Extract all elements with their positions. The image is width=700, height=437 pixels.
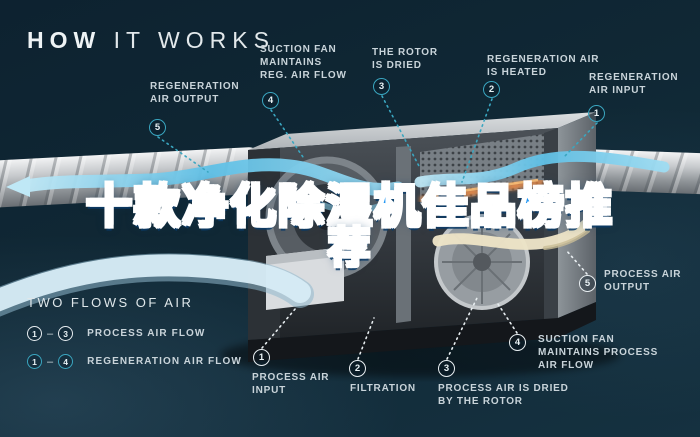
callout-label-process-output: PROCESS AIR OUTPUT <box>604 269 682 293</box>
legend-row-regeneration: 1 – 4 REGENERATION AIR FLOW <box>27 353 242 370</box>
legend-dash: – <box>47 355 54 368</box>
callout-label-process-dried: PROCESS AIR IS DRIED BY THE ROTOR <box>438 383 569 407</box>
leader-lines-regeneration <box>157 95 598 183</box>
callout-label-rotor-dried: THE ROTOR IS DRIED <box>372 47 438 71</box>
cabinet-base <box>248 302 596 362</box>
callout-label-reg-air-heated: REGENERATION AIR IS HEATED <box>487 54 600 78</box>
legend-regeneration-label: REGENERATION AIR FLOW <box>87 356 242 367</box>
callout-badge-regeneration-4: 4 <box>262 92 279 109</box>
overlay-text-line2: 荐 <box>327 224 372 271</box>
leader-lines-process <box>261 249 588 360</box>
callout-badge-process-4: 4 <box>509 334 526 351</box>
page-title: HOW IT WORKS <box>27 27 275 54</box>
cabinet-top-face <box>248 112 596 150</box>
heater-panel <box>419 134 545 204</box>
title-bold: HOW <box>27 27 102 53</box>
legend-process-to-badge: 3 <box>58 326 74 341</box>
legend-dash: – <box>47 327 54 340</box>
callout-badge-regeneration-1: 1 <box>588 105 605 122</box>
callout-badge-process-1: 1 <box>253 349 270 366</box>
legend-process-label: PROCESS AIR FLOW <box>87 328 206 339</box>
legend-process-from-badge: 1 <box>27 326 42 341</box>
air-flow-ribbons <box>0 150 670 317</box>
regeneration-flow-ribbon <box>414 150 670 188</box>
callout-label-suction-fan-reg: SUCTION FAN MAINTAINS REG. AIR FLOW <box>260 44 347 81</box>
legend-regeneration-from-badge: 1 <box>27 354 42 369</box>
cabinet-side-face <box>558 112 596 318</box>
callout-label-regeneration-output: REGENERATION AIR OUTPUT <box>150 81 240 105</box>
callout-badge-regeneration-5: 5 <box>149 119 166 136</box>
overlay-text-line1: 十款净化除湿机佳品榜推 <box>85 180 614 232</box>
callout-label-suction-fan-process: SUCTION FAN MAINTAINS PROCESS AIR FLOW <box>538 334 659 371</box>
callout-badge-regeneration-3: 3 <box>373 78 390 95</box>
callout-badge-regeneration-2: 2 <box>483 81 500 98</box>
callout-badge-process-5: 5 <box>579 275 596 292</box>
legend-regeneration-to-badge: 4 <box>58 354 74 369</box>
process-output-ribbon <box>432 214 597 250</box>
callout-label-process-input: PROCESS AIR INPUT <box>252 372 330 396</box>
callout-label-reg-air-input: REGENERATION AIR INPUT <box>589 72 679 96</box>
callout-label-filtration: FILTRATION <box>350 383 416 394</box>
title-light: IT WORKS <box>101 27 275 53</box>
legend-row-process: 1 – 3 PROCESS AIR FLOW <box>27 325 205 342</box>
callout-badge-process-3: 3 <box>438 360 455 377</box>
callout-badge-process-2: 2 <box>349 360 366 377</box>
legend-title: TWO FLOWS OF AIR <box>27 295 194 310</box>
